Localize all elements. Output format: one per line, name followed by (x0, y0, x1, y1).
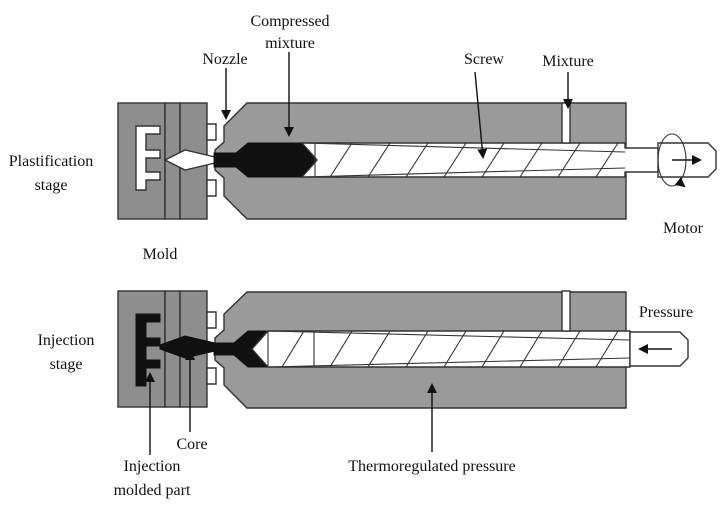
nozzle-notch-lower (206, 179, 217, 197)
screw-pointer (474, 71, 488, 159)
label-compressed-mixture-line1: Compressed (250, 13, 329, 30)
screw-body (300, 142, 663, 178)
label-plastification-line1: Plastification (9, 153, 93, 170)
mold-cavity-empty (135, 125, 161, 191)
label-mold: Mold (143, 246, 178, 263)
label-injection-part-line2: molded part (114, 482, 191, 499)
mixture-inlet-injection (561, 290, 571, 332)
plastification-stage-assembly (117, 52, 717, 220)
label-injection-part-line1: Injection (124, 458, 181, 475)
nozzle-notch-upper (206, 123, 217, 141)
label-compressed-mixture-line2: mixture (265, 35, 315, 52)
label-injection-stage-line2: stage (50, 356, 83, 373)
label-nozzle: Nozzle (202, 51, 247, 68)
label-thermoregulated-pressure: Thermoregulated pressure (348, 458, 515, 475)
screw-flights-injection (267, 330, 631, 368)
motor-rotation-ellipse (657, 133, 687, 187)
label-motor: Motor (663, 220, 704, 237)
nozzle-notch-upper-injection (206, 311, 217, 329)
mixture-inlet (561, 102, 571, 144)
motor-rotation-arrow (674, 177, 686, 188)
screw-body-injection (251, 330, 631, 368)
label-mixture: Mixture (542, 53, 594, 70)
injection-stage-assembly (117, 290, 689, 455)
label-injection-stage-line1: Injection (38, 332, 95, 349)
screw-flights (301, 142, 626, 178)
nozzle-notch-lower-injection (206, 367, 217, 385)
label-pressure: Pressure (639, 304, 693, 321)
label-screw: Screw (464, 51, 504, 68)
label-plastification-line2: stage (35, 177, 68, 194)
label-core: Core (176, 436, 207, 453)
